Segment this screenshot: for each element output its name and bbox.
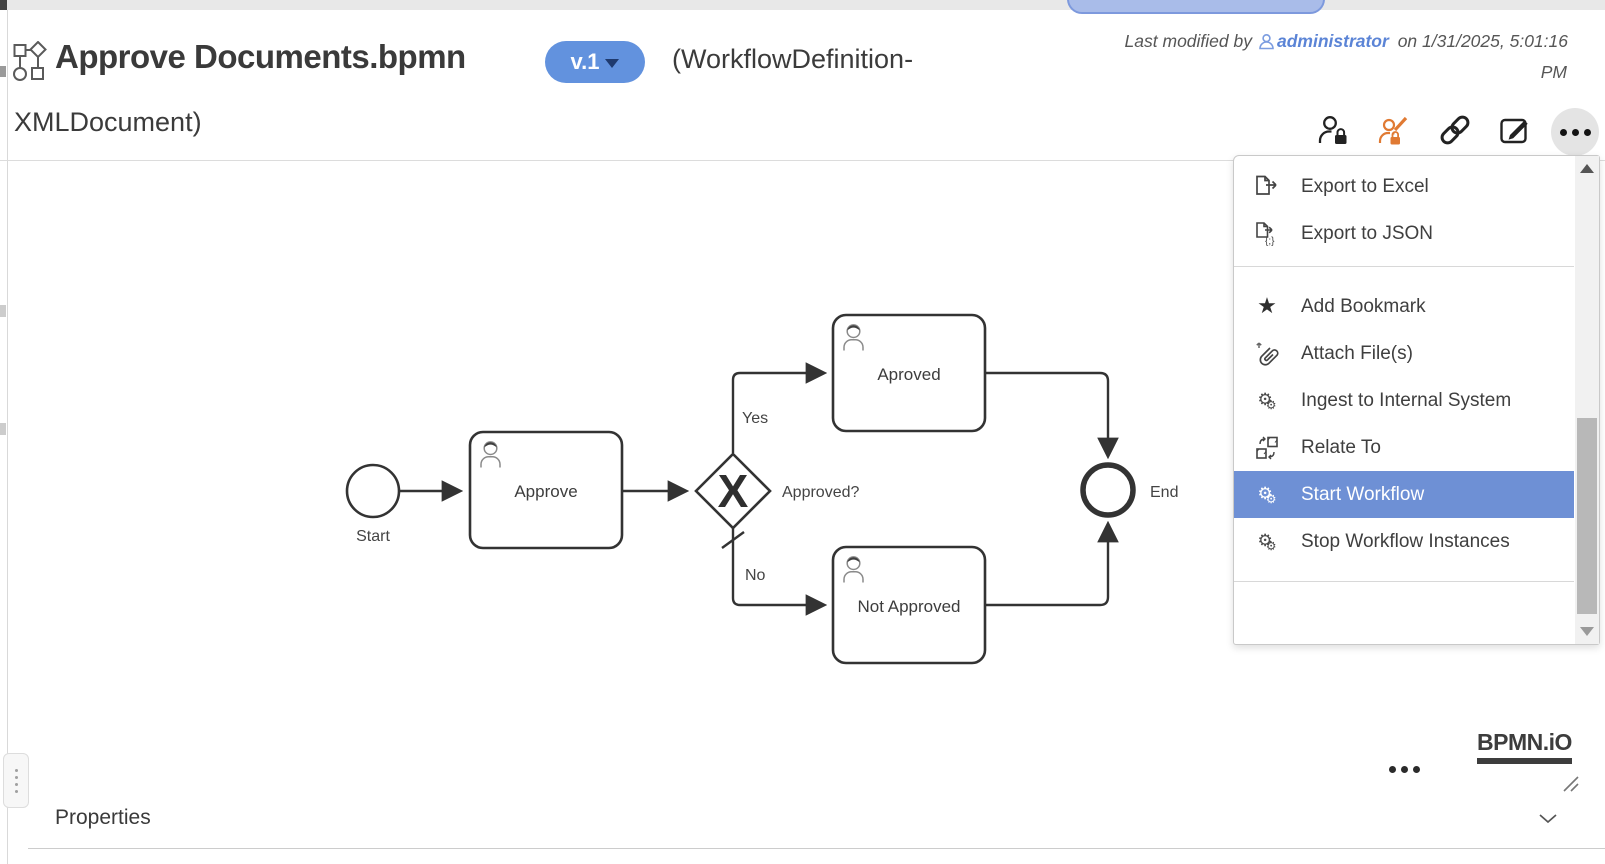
properties-collapse-chevron-icon[interactable] [1538,812,1558,830]
modified-meridiem: PM [1540,62,1567,82]
start-event-node[interactable]: Start [345,463,401,545]
attach-paperclip-icon [1253,341,1281,367]
left-edge-tick [0,423,6,435]
user-edit-lock-icon[interactable] [1376,113,1410,147]
scroll-up-icon[interactable] [1580,164,1594,173]
menu-item-start-workflow[interactable]: ⚙⚙ Start Workflow [1234,471,1574,518]
approved-task-label: Aproved [877,365,940,384]
export-excel-icon [1253,175,1281,199]
not-approved-task-label: Not Approved [857,597,960,616]
gears-icon: ⚙⚙ [1257,390,1277,412]
last-modified-info: Last modified by administrator on 1/31/20… [968,31,1568,55]
properties-divider [28,848,1605,849]
modified-by-user-link[interactable]: administrator [1276,31,1389,51]
ellipsis-icon [1388,765,1396,773]
properties-section-title: Properties [55,806,151,829]
version-badge[interactable]: v.1 [545,41,645,83]
left-edge-tick [0,66,6,77]
scrollbar-thumb[interactable] [1577,418,1597,614]
chevron-down-icon [605,58,620,68]
bpmnio-watermark-link[interactable]: BPMN.iO [1477,729,1572,764]
menu-separator [1234,266,1574,267]
default-flow-marker [721,531,745,549]
menu-scrollbar[interactable] [1575,156,1599,644]
start-label: Start [356,528,390,545]
menu-item-add-bookmark[interactable]: ★ Add Bookmark [1234,283,1574,330]
user-icon [1258,33,1275,54]
gears-icon: ⚙⚙ [1257,531,1277,553]
top-corner-mark [0,0,7,10]
end-label: End [1150,484,1178,501]
exclusive-gateway-node[interactable]: X Approved? [694,452,859,530]
left-edge-tick [0,305,6,317]
menu-item-export-to-excel[interactable]: Export to Excel [1234,163,1574,210]
modified-timestamp: 1/31/2025, 5:01:16 [1422,31,1568,51]
menu-item-attach-files[interactable]: Attach File(s) [1234,330,1574,377]
svg-text:{;}: {;} [1265,236,1275,246]
approved-task-node[interactable]: Aproved [831,313,987,433]
scroll-down-icon[interactable] [1580,627,1594,636]
relate-cubes-icon [1253,435,1281,461]
bpmn-document-icon [13,40,47,88]
menu-item-stop-workflow-instances[interactable]: ⚙⚙ Stop Workflow Instances [1234,518,1574,565]
panel-drag-handle[interactable] [3,753,29,808]
user-lock-icon[interactable] [1316,113,1350,147]
gears-icon: ⚙⚙ [1257,484,1277,506]
more-options-button[interactable] [1551,108,1599,156]
edit-icon[interactable] [1498,113,1532,147]
context-menu: Export to Excel {;} Export to JSON ★ Add… [1233,155,1600,773]
gateway-label: Approved? [782,484,859,501]
menu-separator [1234,581,1574,582]
ellipsis-icon [1559,128,1567,136]
canvas-resize-handle-icon[interactable] [1562,775,1580,798]
object-type-suffix: (WorkflowDefinition- [672,44,914,74]
export-json-icon: {;} [1253,221,1281,246]
yes-flow-label: Yes [742,410,768,427]
no-flow-label: No [745,567,766,584]
end-event-node[interactable]: End [1080,462,1178,518]
approve-task-label: Approve [514,482,577,501]
link-icon[interactable] [1438,113,1472,147]
approve-task-node[interactable]: Approve [468,430,624,550]
bookmark-star-icon: ★ [1257,293,1277,319]
menu-item-relate-to[interactable]: Relate To [1234,424,1574,471]
gateway-x-marker: X [718,465,749,517]
modified-connector: on [1397,31,1418,51]
last-modified-prefix: Last modified by [1124,31,1252,51]
header-divider [0,160,1605,161]
menu-more-items[interactable] [1234,746,1574,792]
top-strip [0,0,1605,10]
left-panel-border [7,10,8,864]
menu-item-ingest-internal-system[interactable]: ⚙⚙ Ingest to Internal System [1234,377,1574,424]
page-title: Approve Documents.bpmn [55,38,466,75]
menu-item-export-to-json[interactable]: {;} Export to JSON [1234,210,1574,257]
grip-dots-icon [14,768,18,772]
sequence-flows [400,362,1119,616]
version-label: v.1 [570,49,600,74]
not-approved-task-node[interactable]: Not Approved [831,545,987,665]
object-type-suffix-wrap: XMLDocument) [14,107,202,137]
